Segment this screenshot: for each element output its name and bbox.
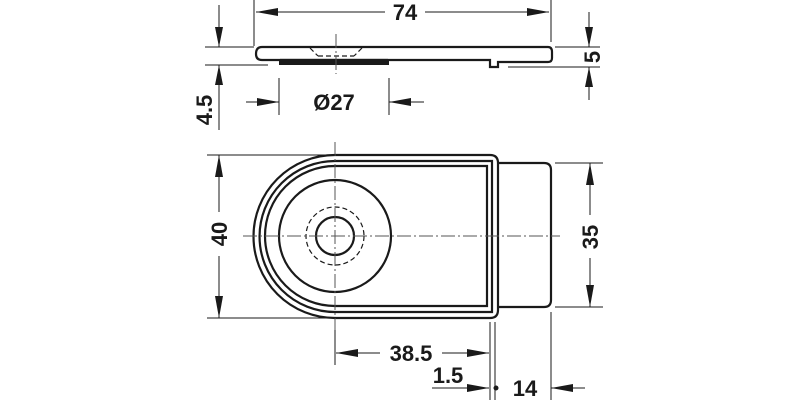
extension-block (498, 161, 553, 309)
plate-underside (279, 61, 389, 65)
dim-385-label: 38.5 (390, 341, 433, 366)
arrow-up-icon (215, 155, 223, 177)
dim-15-label: 1.5 (433, 363, 464, 388)
arrow-up-icon (586, 163, 594, 185)
countersink-right (353, 47, 363, 57)
arrow-right-icon (527, 8, 549, 16)
arrow-down-icon (586, 285, 594, 307)
arrow-up-icon (585, 67, 593, 87)
arrow-left-icon (551, 384, 573, 392)
inner-outline (263, 164, 489, 308)
plate-profile (254, 45, 554, 69)
arrow-down-icon (215, 27, 223, 47)
dim-40-label: 40 (207, 222, 232, 246)
countersink-left (309, 47, 319, 57)
arrow-left-icon (256, 8, 278, 16)
arrow-down-icon (585, 27, 593, 47)
arrow-down-icon (215, 296, 223, 318)
arrow-right-icon (467, 384, 489, 392)
arrow-up-icon (215, 65, 223, 85)
dimension-dot (493, 385, 499, 391)
top-view: 40 35 38.5 1.5 14 (207, 142, 603, 400)
arrow-left-icon (336, 349, 358, 357)
dim-14-label: 14 (513, 376, 538, 400)
middle-outline (258, 159, 494, 314)
dim-5-label: 5 (580, 51, 605, 63)
arrow-right-icon (257, 98, 279, 106)
arrow-right-icon (467, 349, 489, 357)
dim-35-label: 35 (578, 225, 603, 249)
side-view: 74 5 4.5 Ø27 (192, 0, 605, 130)
dim-27-label: Ø27 (313, 90, 355, 115)
arrow-left-icon (389, 98, 411, 106)
dim-45-label: 4.5 (192, 95, 217, 126)
dim-74-label: 74 (393, 0, 418, 25)
